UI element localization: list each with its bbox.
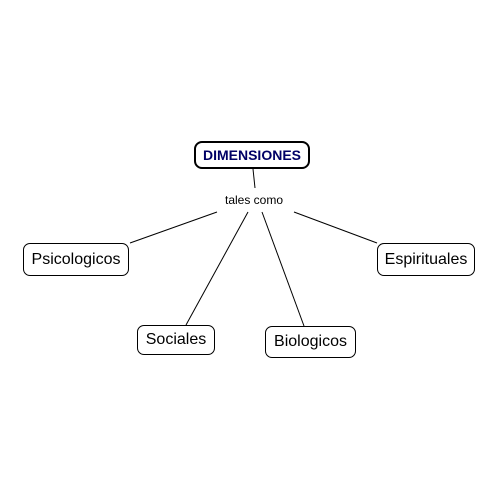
concept-biologicos-label: Biologicos — [274, 333, 347, 350]
link-phrase-to-biologicos — [261, 211, 305, 327]
link-phrase-to-espirituales — [293, 211, 378, 244]
concept-sociales-label: Sociales — [145, 331, 207, 348]
concept-biologicos[interactable]: Biologicos — [265, 326, 356, 358]
linking-phrase: tales como — [219, 190, 289, 210]
concept-psicologicos[interactable]: Psicologicos — [23, 243, 129, 276]
concept-dimensiones[interactable]: DIMENSIONES — [194, 141, 310, 169]
link-root-to-phrase — [252, 168, 256, 189]
concept-psicologicos-label: Psicologicos — [31, 250, 121, 268]
link-phrase-to-sociales — [185, 211, 249, 326]
link-phrase-to-psicologicos — [129, 211, 218, 244]
concept-espirituales-label: Espirituales — [384, 250, 468, 268]
concept-dimensiones-label: DIMENSIONES — [202, 147, 301, 163]
concept-sociales[interactable]: Sociales — [137, 325, 215, 355]
concept-espirituales[interactable]: Espirituales — [377, 243, 475, 276]
